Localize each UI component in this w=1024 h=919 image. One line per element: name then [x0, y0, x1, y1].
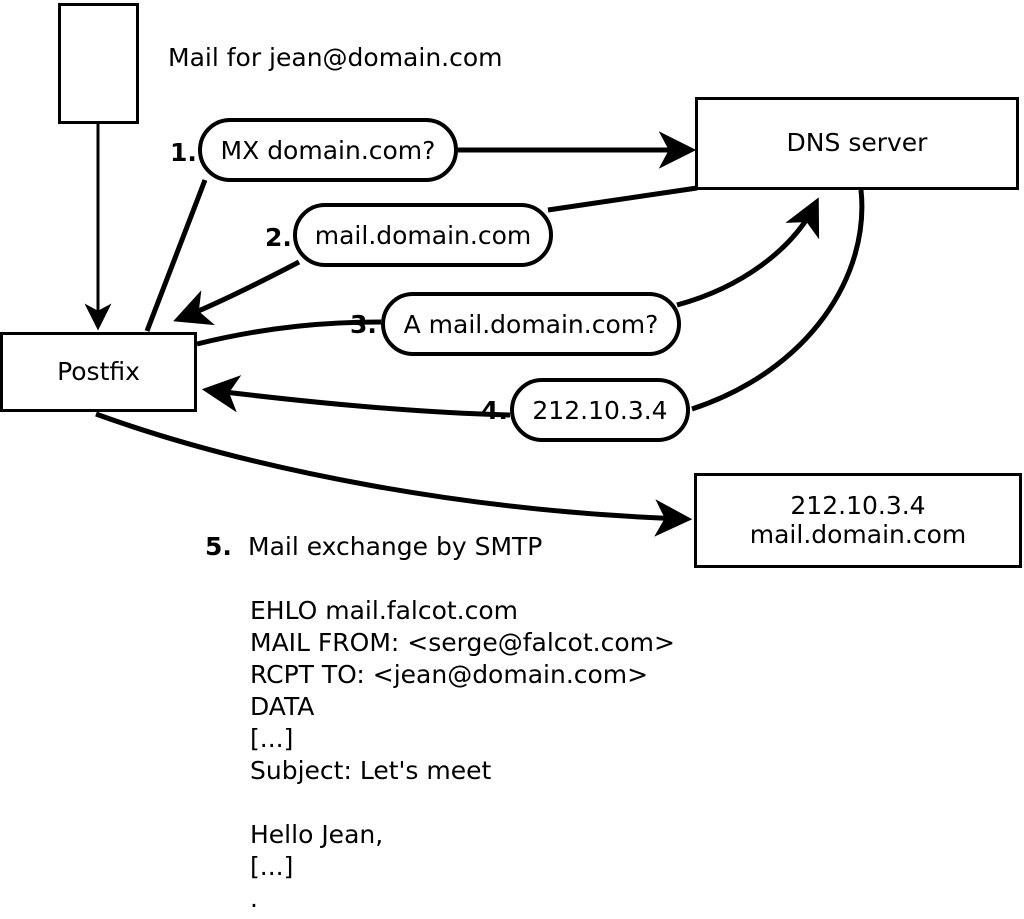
- dns-server-label: DNS server: [786, 128, 928, 158]
- smtp-transcript: EHLO mail.falcot.com MAIL FROM: <serge@f…: [250, 596, 675, 913]
- step-3-message-label: A mail.domain.com?: [403, 309, 659, 339]
- connector-step1-leader: [144, 179, 208, 332]
- step-5-number: 5.: [205, 532, 232, 561]
- connector-step3-to-dns: [676, 197, 820, 308]
- dns-server-box[interactable]: DNS server: [695, 97, 1019, 190]
- mail-server-hostname: mail.domain.com: [749, 519, 967, 549]
- connector-step4-from-dns: [691, 189, 865, 412]
- mail-server-ip: 212.10.3.4: [790, 490, 926, 520]
- step-3-number: 3.: [350, 310, 377, 339]
- connector-step4-to-postfix: [201, 375, 511, 418]
- step-4-number: 4.: [481, 396, 508, 425]
- step-1-number: 1.: [170, 138, 197, 167]
- step-2-message-bubble[interactable]: mail.domain.com: [293, 203, 553, 267]
- step-1-message-label: MX domain.com?: [220, 135, 436, 165]
- step-4-message-label: 212.10.3.4: [532, 395, 668, 425]
- step-1-message-bubble[interactable]: MX domain.com?: [198, 118, 458, 182]
- step-2-message-label: mail.domain.com: [314, 220, 532, 250]
- mail-for-note: Mail for jean@domain.com: [168, 43, 503, 72]
- step-3-message-bubble[interactable]: A mail.domain.com?: [381, 292, 681, 356]
- step-2-number: 2.: [265, 223, 292, 252]
- postfix-label: Postfix: [57, 356, 140, 386]
- postfix-box[interactable]: Postfix: [0, 332, 197, 412]
- connector-step2-from-dns: [547, 185, 698, 213]
- step-5-label: Mail exchange by SMTP: [248, 532, 543, 561]
- step-4-message-bubble[interactable]: 212.10.3.4: [510, 378, 690, 442]
- client-box[interactable]: [58, 3, 139, 124]
- mail-server-box[interactable]: 212.10.3.4 mail.domain.com: [694, 473, 1022, 568]
- connector-step2-to-postfix: [173, 259, 301, 326]
